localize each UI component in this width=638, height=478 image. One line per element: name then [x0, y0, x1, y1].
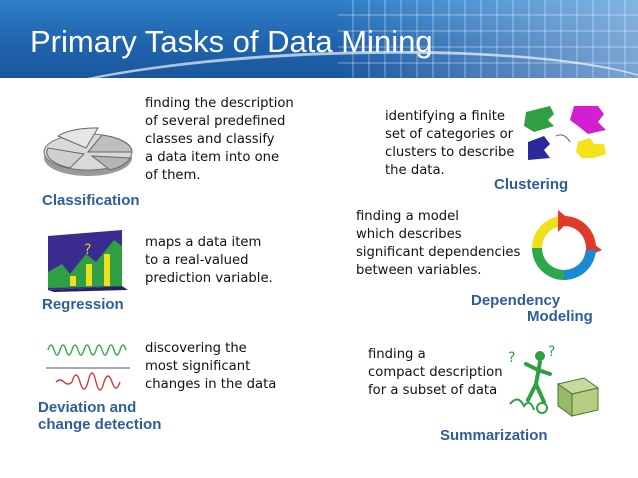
cycle-arrows-icon	[532, 210, 602, 281]
svg-text:?: ?	[508, 350, 515, 366]
waveform-icon	[46, 344, 130, 391]
slide-header: Primary Tasks of Data Mining	[0, 0, 638, 78]
summarization-description: finding a compact description for a subs…	[368, 347, 503, 398]
svg-text:?: ?	[84, 242, 91, 258]
dependency-label-line2: Modeling	[527, 308, 593, 325]
regression-description: maps a data item to a real-valued predic…	[145, 235, 273, 286]
slide-title: Primary Tasks of Data Mining	[30, 24, 433, 59]
dependency-description: finding a model which describes signific…	[356, 209, 521, 278]
classification-description: finding the description of several prede…	[145, 96, 294, 183]
deviation-label: Deviation and change detection	[38, 399, 162, 433]
pie-slices-icon	[43, 127, 133, 176]
dependency-label-line1: Dependency	[471, 292, 561, 309]
puzzle-pieces-icon	[524, 106, 606, 160]
clustering-description: identifying a finite set of categories o…	[385, 109, 515, 178]
classification-label: Classification	[42, 192, 140, 209]
summarization-label: Summarization	[440, 427, 548, 444]
bar-chart-icon: ?	[48, 230, 128, 292]
figure-with-box-icon: ? ?	[508, 344, 600, 417]
header-tile-pattern	[338, 0, 638, 78]
clustering-label: Clustering	[494, 176, 569, 193]
regression-label: Regression	[42, 296, 124, 313]
svg-text:?: ?	[548, 344, 555, 360]
deviation-description: discovering the most significant changes…	[145, 341, 277, 392]
